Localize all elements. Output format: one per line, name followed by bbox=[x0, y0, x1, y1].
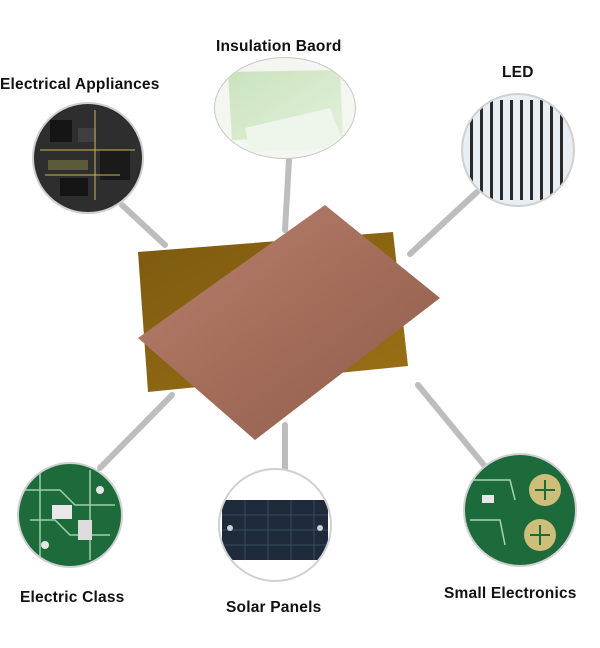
connector-led bbox=[407, 189, 480, 257]
copper-clad-sheet bbox=[138, 205, 440, 440]
label-led: LED bbox=[502, 64, 534, 81]
label-electrical-appliances: Electrical Appliances bbox=[0, 76, 160, 93]
label-solar-panels: Solar Panels bbox=[226, 599, 322, 616]
label-insulation-board: Insulation Baord bbox=[216, 38, 342, 55]
connector-small bbox=[415, 382, 491, 473]
solar-panels-image bbox=[218, 468, 332, 582]
insulation-board-image bbox=[214, 57, 356, 159]
electric-class-image bbox=[17, 462, 123, 568]
connector-electric-class bbox=[97, 392, 175, 471]
small-electronics-image bbox=[463, 453, 577, 567]
label-small-electronics: Small Electronics bbox=[444, 585, 577, 602]
connector-lines bbox=[97, 157, 491, 473]
label-electric-class: Electric Class bbox=[20, 589, 125, 606]
connector-electrical bbox=[119, 202, 168, 248]
electrical-appliances-image bbox=[32, 102, 144, 214]
connector-insulation bbox=[282, 157, 292, 233]
led-image bbox=[461, 93, 575, 207]
